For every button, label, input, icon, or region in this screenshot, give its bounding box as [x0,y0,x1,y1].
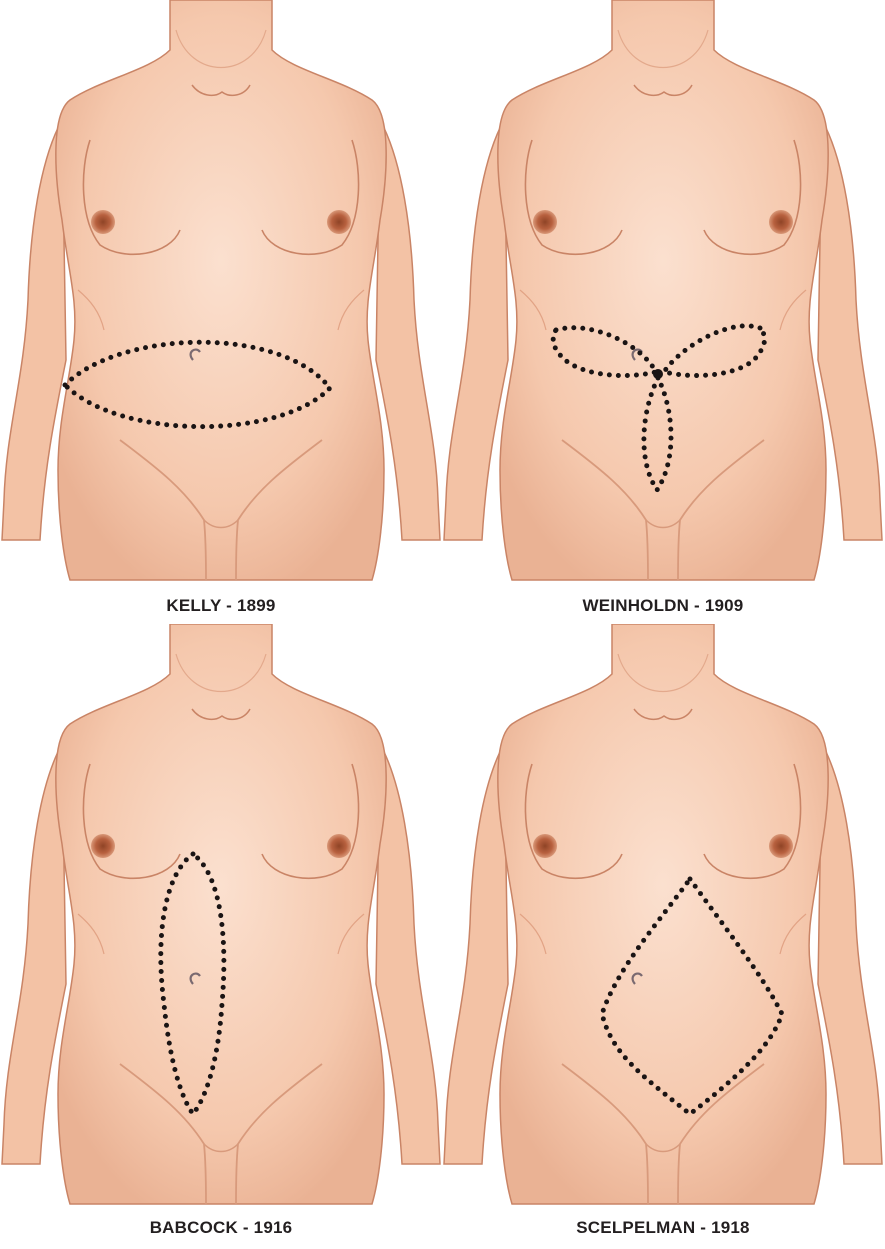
torso-illustration [442,624,884,1214]
torso-illustration [442,0,884,590]
panel-caption: SCELPELMAN - 1918 [442,1218,884,1238]
panel-caption: WEINHOLDN - 1909 [442,596,884,616]
torso-illustration [0,624,442,1214]
panel-caption: KELLY - 1899 [0,596,442,616]
panel-caption: BABCOCK - 1916 [0,1218,442,1238]
panel-weinholdn: WEINHOLDN - 1909 [442,0,884,624]
panel-scelpelman: SCELPELMAN - 1918 [442,624,884,1248]
panel-kelly: KELLY - 1899 [0,0,442,624]
panel-babcock: BABCOCK - 1916 [0,624,442,1248]
torso-illustration [0,0,442,590]
